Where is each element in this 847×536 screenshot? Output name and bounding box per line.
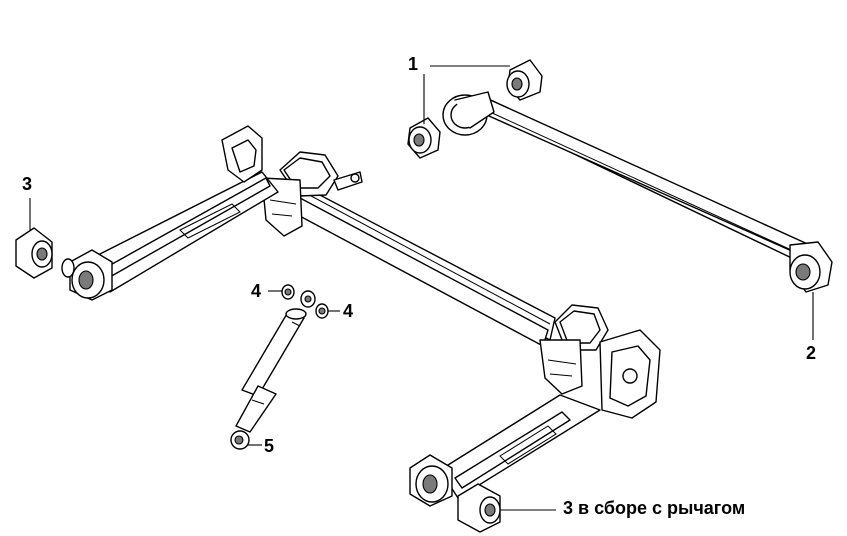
lateral-rod: [442, 91, 833, 293]
callout-3-left: 3: [22, 174, 33, 194]
axle-beam: [261, 151, 609, 395]
callout-5: 5: [264, 436, 275, 456]
bushing-4-left: [281, 284, 295, 300]
shock-absorber: [230, 308, 307, 450]
callout-4-right: 4: [343, 301, 354, 321]
bushing-4-center: [300, 290, 316, 308]
bushing-4-right: [315, 303, 329, 319]
bushing-3-left: [15, 227, 53, 279]
left-trailing-arm: [61, 125, 279, 301]
callout-4-left: 4: [251, 281, 262, 301]
leader-lines: [29, 65, 814, 511]
bushing-1-lower: [407, 117, 441, 159]
callout-2: 2: [806, 343, 817, 363]
right-trailing-arm: [409, 329, 661, 507]
callout-3-bottom: 3 в сборе с рычагом: [563, 498, 746, 518]
bushing-3-bottom: [457, 483, 501, 533]
callout-1: 1: [408, 54, 419, 74]
bushing-1-upper: [506, 59, 543, 101]
